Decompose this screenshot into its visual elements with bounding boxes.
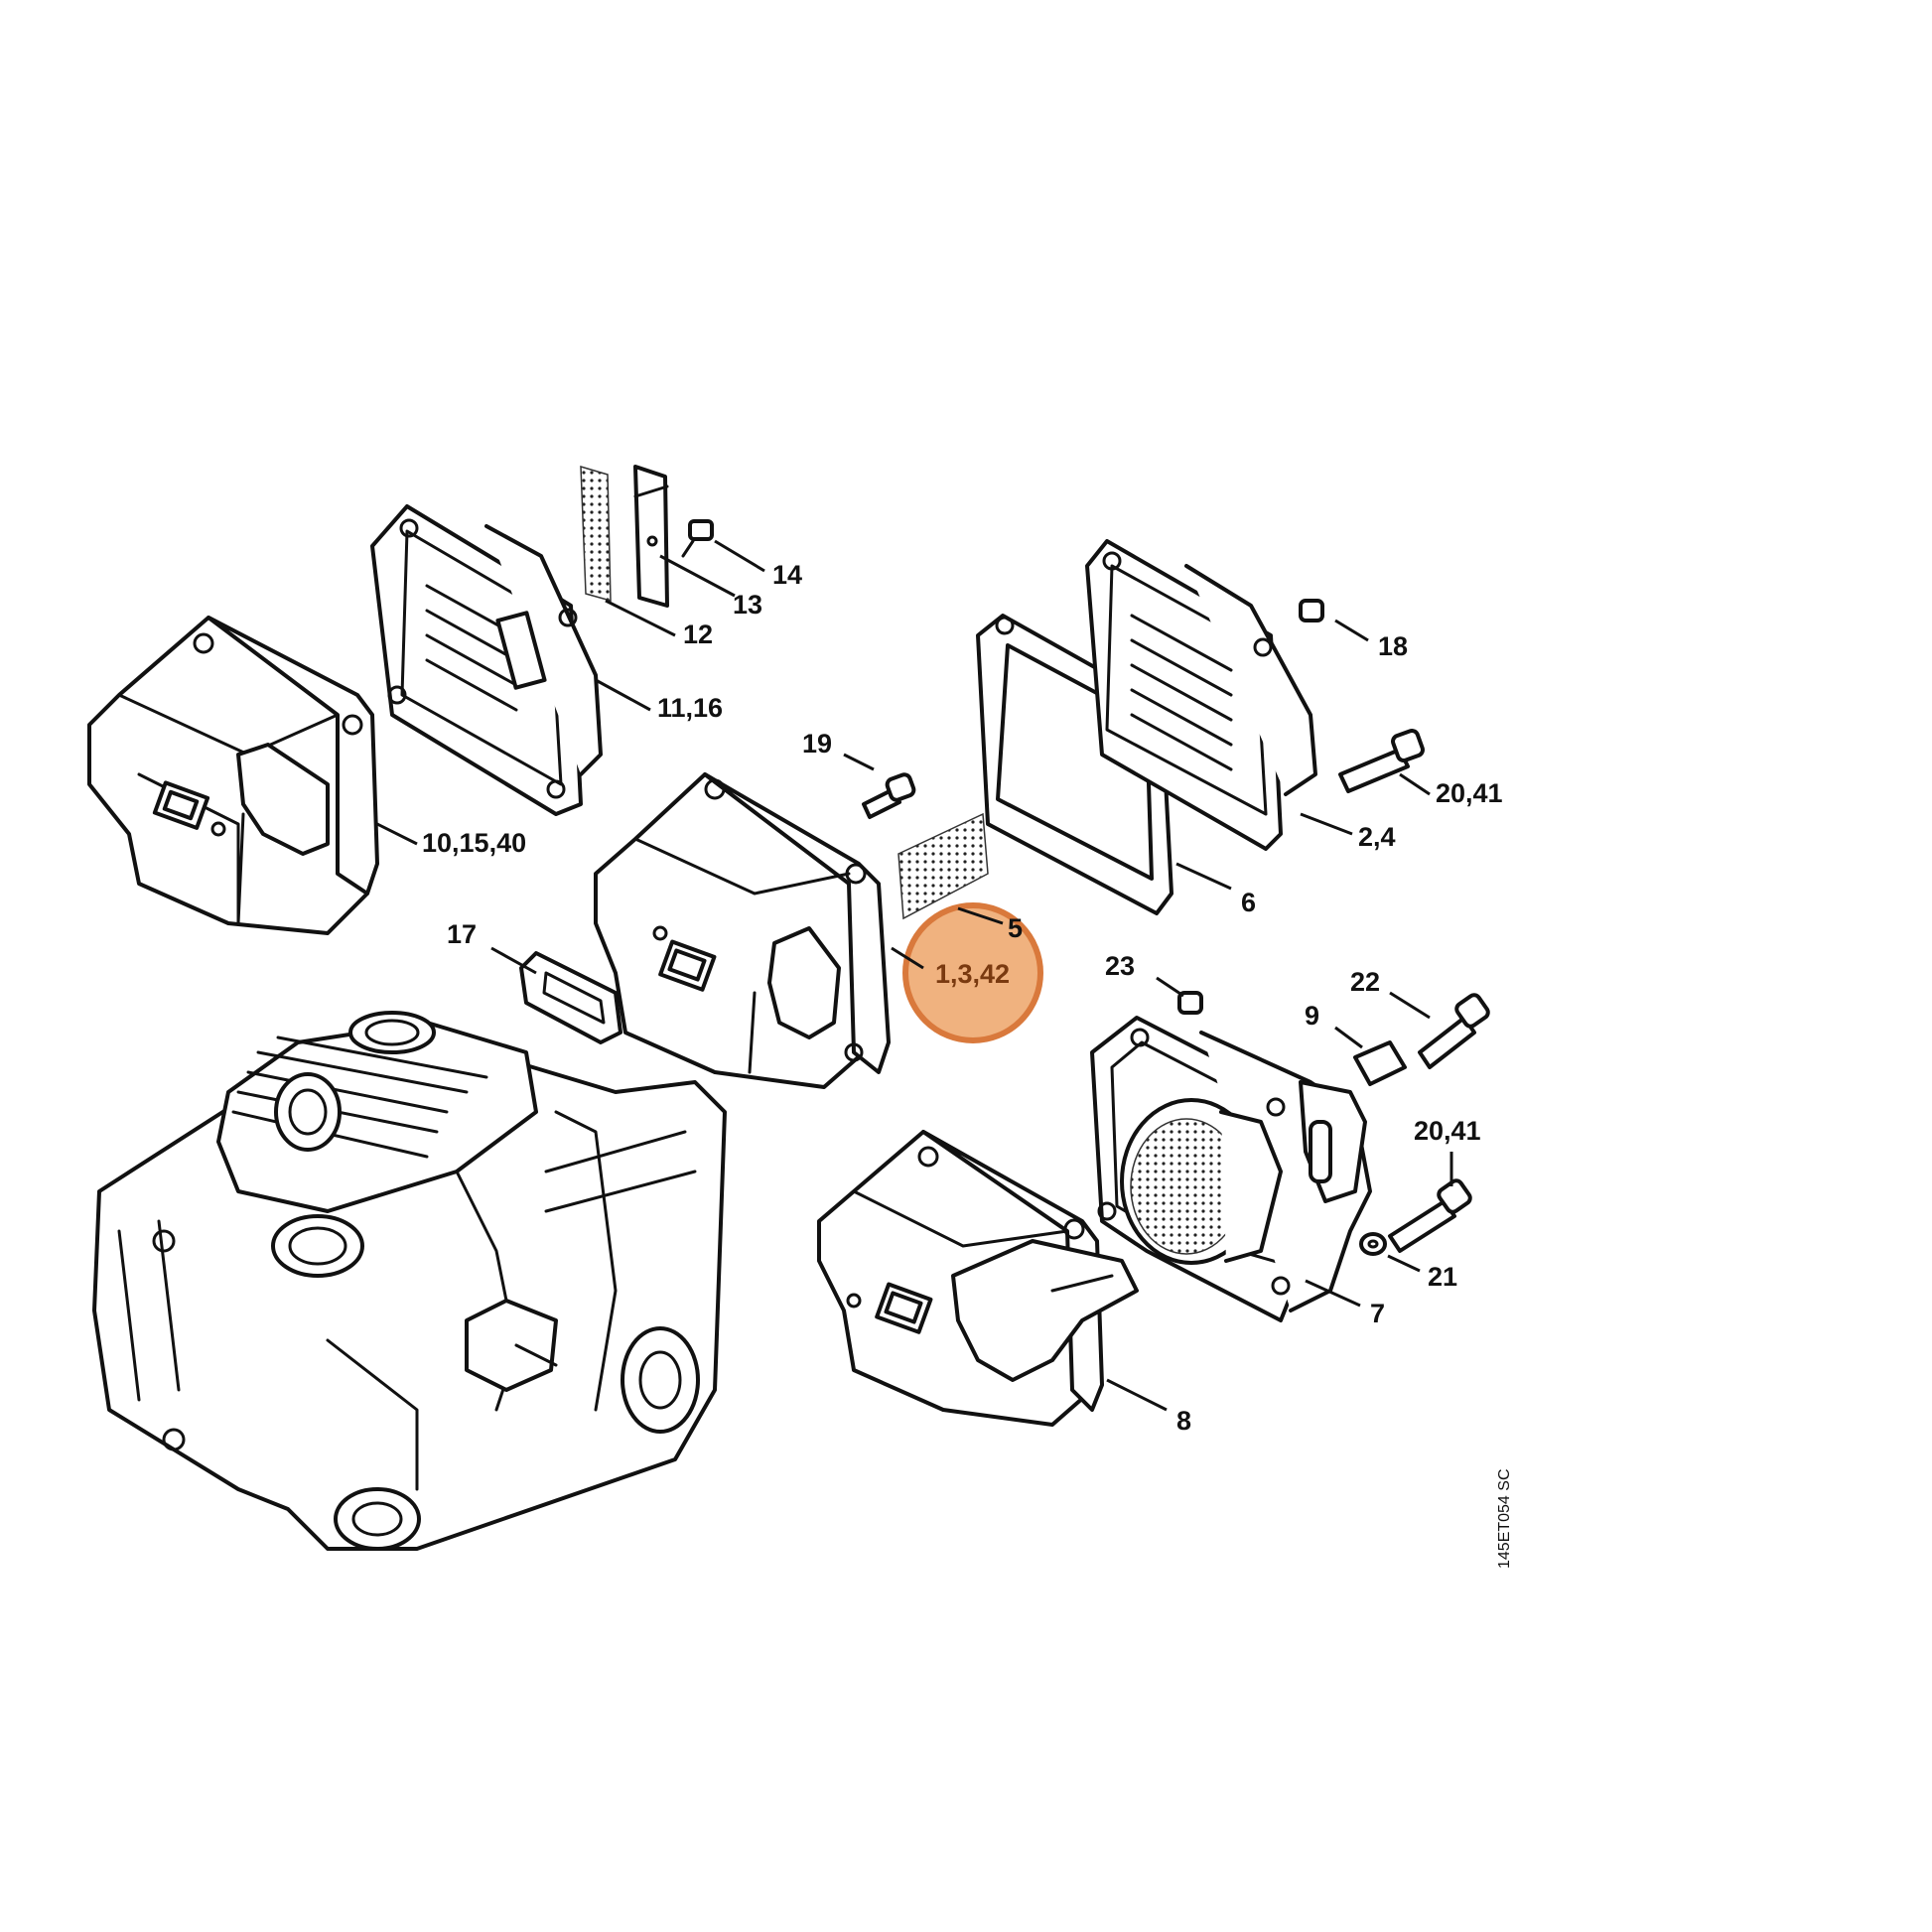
spark-screen-12[interactable] (580, 465, 669, 608)
callout-7[interactable]: 7 (1370, 1299, 1385, 1328)
leader-lines (376, 539, 1453, 1412)
cover-2-4[interactable] (1085, 539, 1317, 851)
nut-23[interactable] (1177, 991, 1203, 1015)
callout-11-16[interactable]: 11,16 (657, 693, 723, 723)
callout-14[interactable]: 14 (772, 560, 802, 590)
callout-9[interactable]: 9 (1305, 1001, 1319, 1031)
muffler-1-3-42[interactable] (594, 772, 891, 1089)
callout-6[interactable]: 6 (1241, 888, 1256, 917)
screw-19[interactable] (862, 772, 916, 819)
callout-2-4[interactable]: 2,4 (1358, 822, 1396, 852)
callout-5[interactable]: 5 (1008, 913, 1023, 943)
callout-1-3-42[interactable]: 1,3,42 (935, 959, 1010, 989)
washer-21[interactable] (1359, 1232, 1387, 1256)
muffler-8[interactable] (817, 1130, 1139, 1427)
callout-21[interactable]: 21 (1428, 1262, 1457, 1292)
engine-crankcase (92, 1011, 727, 1551)
callout-20-41-bottom[interactable]: 20,41 (1414, 1116, 1481, 1146)
callout-12[interactable]: 12 (683, 620, 713, 649)
screw-20-41-top[interactable] (1338, 729, 1425, 793)
callout-10-15-40[interactable]: 10,15,40 (422, 828, 526, 858)
muffler-7[interactable] (1090, 1016, 1372, 1322)
muffler-10-15-40[interactable] (87, 616, 379, 935)
callout-8[interactable]: 8 (1176, 1406, 1191, 1436)
screw-20-41-bottom[interactable] (1388, 1178, 1472, 1253)
spark-screen-5[interactable] (897, 812, 989, 920)
callout-22[interactable]: 22 (1350, 967, 1380, 997)
cover-11-16[interactable] (370, 504, 603, 816)
callout-23[interactable]: 23 (1105, 951, 1135, 981)
callout-20-41-top[interactable]: 20,41 (1436, 778, 1503, 808)
drawing-code: 145ET054 SC (1496, 1468, 1513, 1569)
screw-22[interactable] (1418, 993, 1490, 1069)
callout-18[interactable]: 18 (1378, 631, 1408, 661)
callout-13[interactable]: 13 (733, 590, 762, 620)
highlight-marker (902, 902, 1043, 1043)
screw-14[interactable] (681, 519, 714, 558)
callout-labels: 14 13 12 11,16 10,15,40 19 18 20,41 2,4 … (422, 560, 1503, 1436)
nut-18[interactable] (1299, 599, 1324, 622)
gasket-17[interactable] (519, 951, 622, 1044)
callout-19[interactable]: 19 (802, 729, 832, 759)
sleeve-9[interactable] (1353, 1040, 1407, 1086)
callout-17[interactable]: 17 (447, 919, 477, 949)
